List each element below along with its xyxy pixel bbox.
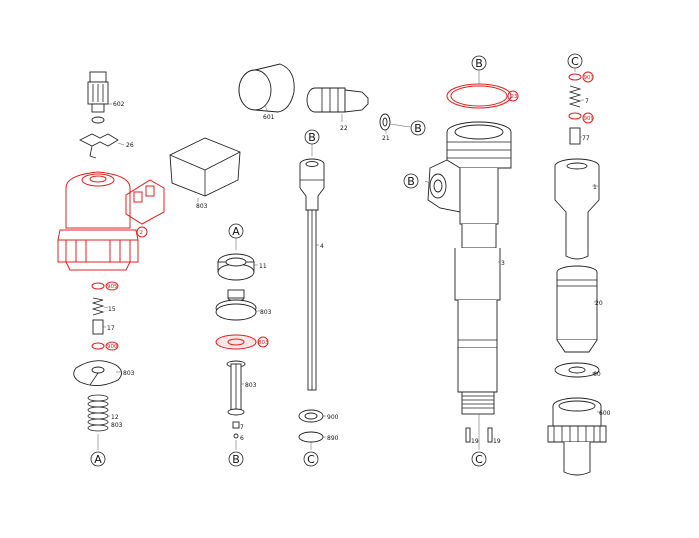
- callout-C-col4-bottom: C: [471, 451, 487, 467]
- label-19b: 19: [493, 438, 501, 445]
- part-6-pin: [233, 433, 239, 439]
- part-15-spring: [91, 297, 109, 316]
- part-602-filter: [87, 71, 112, 124]
- svg-text:A: A: [232, 225, 240, 238]
- part-803-shim: [215, 334, 269, 350]
- part-19-pin-right: [487, 427, 493, 443]
- part-12-spring: [87, 394, 110, 432]
- part-17-armature-pin: [92, 319, 106, 335]
- label-900b: 900: [327, 414, 339, 421]
- label-19a: 19: [471, 438, 479, 445]
- part-601-cap: [238, 63, 295, 113]
- label-803f: 803: [245, 382, 257, 389]
- injector-thread: [461, 391, 495, 415]
- label-803c: 803: [111, 422, 123, 429]
- label-15: 15: [108, 306, 116, 313]
- label-60: 60: [593, 371, 601, 378]
- part-7-spring: [568, 85, 584, 108]
- svg-text:C: C: [475, 453, 483, 466]
- part-900-ring: [298, 409, 326, 423]
- callout-B-col3-side: B: [410, 120, 426, 136]
- part-903-shim: [568, 71, 594, 83]
- label-11: 11: [259, 263, 267, 270]
- part-803-armature: [215, 289, 260, 321]
- label-3: 3: [501, 260, 505, 267]
- column-1-assembly: 602 26 803: [57, 71, 241, 467]
- svg-text:B: B: [414, 122, 422, 135]
- label-1: 1: [593, 184, 597, 191]
- svg-text:B: B: [232, 453, 240, 466]
- part-909-shim: [568, 112, 594, 124]
- label-900a: 900: [107, 344, 118, 350]
- part-23-oring: [446, 83, 519, 109]
- part-2-valve-housing: [57, 171, 165, 271]
- part-7-ball: [232, 421, 240, 429]
- column-4-assembly: B 23 3: [403, 55, 519, 467]
- part-900-seal: [91, 341, 119, 351]
- label-21: 21: [382, 135, 390, 142]
- label-20: 20: [595, 300, 603, 307]
- part-77-pin: [569, 127, 582, 145]
- callout-B-col2-bottom: B: [228, 451, 244, 467]
- column-3-assembly: 601 22 21 B B: [238, 63, 426, 467]
- callout-B-col4-top: B: [471, 55, 487, 71]
- label-803a: 803: [196, 203, 208, 210]
- svg-text:B: B: [407, 175, 415, 188]
- label-602: 602: [113, 101, 125, 108]
- label-6: 6: [240, 435, 244, 442]
- part-803-armature-plate: [73, 360, 122, 386]
- label-600: 600: [599, 410, 611, 417]
- part-4-valve-needle: [299, 158, 325, 391]
- part-20-nozzle-nut: [556, 265, 598, 353]
- callout-B-col4-side: B: [403, 173, 419, 189]
- part-803-connector-cap: [169, 137, 241, 202]
- part-60-washer: [554, 362, 600, 378]
- part-600-tip-cap: [547, 397, 607, 476]
- callout-C-col5-top: C: [567, 53, 583, 69]
- label-2: 2: [140, 230, 144, 236]
- svg-text:B: B: [475, 57, 483, 70]
- part-905-seal: [91, 281, 119, 291]
- label-601: 601: [263, 114, 275, 121]
- label-803e: 803: [258, 340, 269, 346]
- label-77: 77: [582, 135, 590, 142]
- label-23: 23: [511, 94, 518, 100]
- callout-A-col1-bottom: A: [90, 451, 106, 467]
- label-7a: 7: [240, 424, 244, 431]
- svg-text:A: A: [94, 453, 102, 466]
- label-909: 909: [584, 116, 595, 122]
- part-1-nozzle: [554, 158, 600, 260]
- callout-C-col3-bottom: C: [303, 451, 319, 467]
- part-19-pin-left: [465, 427, 471, 443]
- part-11-nut: [217, 253, 258, 281]
- svg-text:C: C: [571, 55, 579, 68]
- part-803-valve-piece: [226, 360, 246, 416]
- label-4: 4: [320, 243, 324, 250]
- label-803d: 803: [260, 309, 272, 316]
- label-12: 12: [111, 414, 119, 421]
- label-903: 903: [584, 75, 595, 81]
- part-26-clip: [79, 133, 125, 159]
- part-3-injector-body: [427, 121, 512, 393]
- label-22: 22: [340, 125, 348, 132]
- label-803b: 803: [123, 370, 135, 377]
- svg-text:C: C: [307, 453, 315, 466]
- label-17: 17: [107, 325, 115, 332]
- part-21-washer: [379, 113, 391, 134]
- svg-text:B: B: [308, 131, 316, 144]
- column-2-assembly: A 11 803 803: [215, 223, 272, 467]
- callout-A-col2-top: A: [228, 223, 244, 239]
- column-5-assembly: C 903 7 909 77 1: [547, 53, 611, 476]
- callout-B-col3-top: B: [304, 129, 320, 145]
- label-7b: 7: [585, 98, 589, 105]
- part-22-inlet-fitting: [306, 87, 369, 122]
- label-905a: 905: [107, 284, 118, 290]
- part-890-oring: [298, 431, 326, 443]
- label-26: 26: [126, 142, 134, 149]
- label-890: 890: [327, 435, 339, 442]
